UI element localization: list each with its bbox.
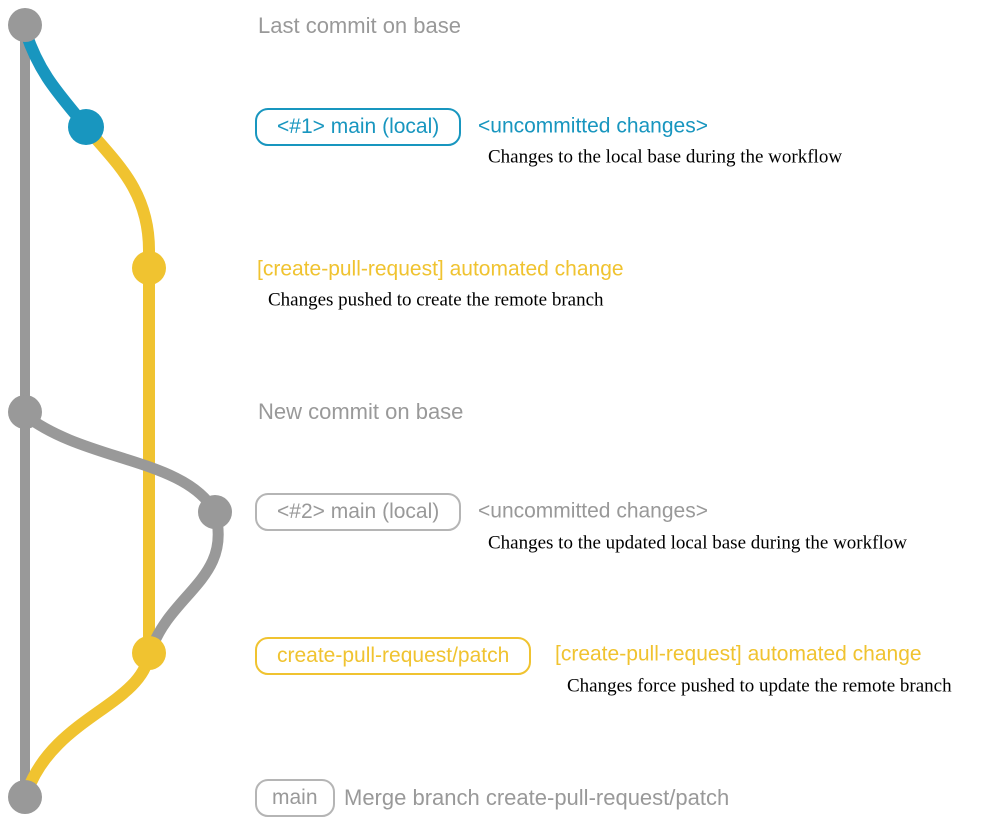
commit-node-uncommitted-1: [68, 109, 104, 145]
uncommitted-changes-1-title: <uncommitted changes>: [478, 114, 708, 138]
gray-update-branch-line: [19, 409, 224, 656]
commit-node-merge: [8, 780, 42, 814]
commit-node-new-base: [8, 395, 42, 429]
new-commit-on-base-label: New commit on base: [258, 399, 464, 424]
last-commit-on-base-label: Last commit on base: [258, 13, 461, 38]
branch-badge-main-local-2: <#2> main (local): [255, 493, 462, 531]
commit-node-automated-2: [132, 636, 166, 670]
commit-node-automated-1: [132, 251, 166, 285]
commit-node-last-base: [8, 8, 42, 42]
commit-node-uncommitted-2: [198, 495, 232, 529]
branch-badge-main-local-2-label: <#2> main (local): [277, 500, 440, 523]
merge-branch-label: Merge branch create-pull-request/patch: [344, 785, 730, 810]
uncommitted-changes-2-desc: Changes to the updated local base during…: [488, 532, 907, 554]
automated-change-1-title: [create-pull-request] automated change: [257, 257, 624, 281]
automated-change-2-title: [create-pull-request] automated change: [555, 642, 922, 666]
branch-badge-create-pull-request-patch-label: create-pull-request/patch: [277, 644, 510, 667]
branch-badge-main-label: main: [272, 786, 318, 809]
uncommitted-changes-2-title: <uncommitted changes>: [478, 499, 708, 523]
automated-change-2-desc: Changes force pushed to update the remot…: [567, 675, 952, 697]
branch-badge-create-pull-request-patch: create-pull-request/patch: [255, 637, 532, 675]
branch-badge-main-local-1: <#1> main (local): [255, 108, 462, 146]
branch-badge-main-local-1-label: <#1> main (local): [277, 115, 440, 138]
automated-change-1-desc: Changes pushed to create the remote bran…: [268, 289, 604, 311]
branch-badge-main: main: [255, 779, 335, 817]
uncommitted-changes-1-desc: Changes to the local base during the wor…: [488, 146, 843, 168]
